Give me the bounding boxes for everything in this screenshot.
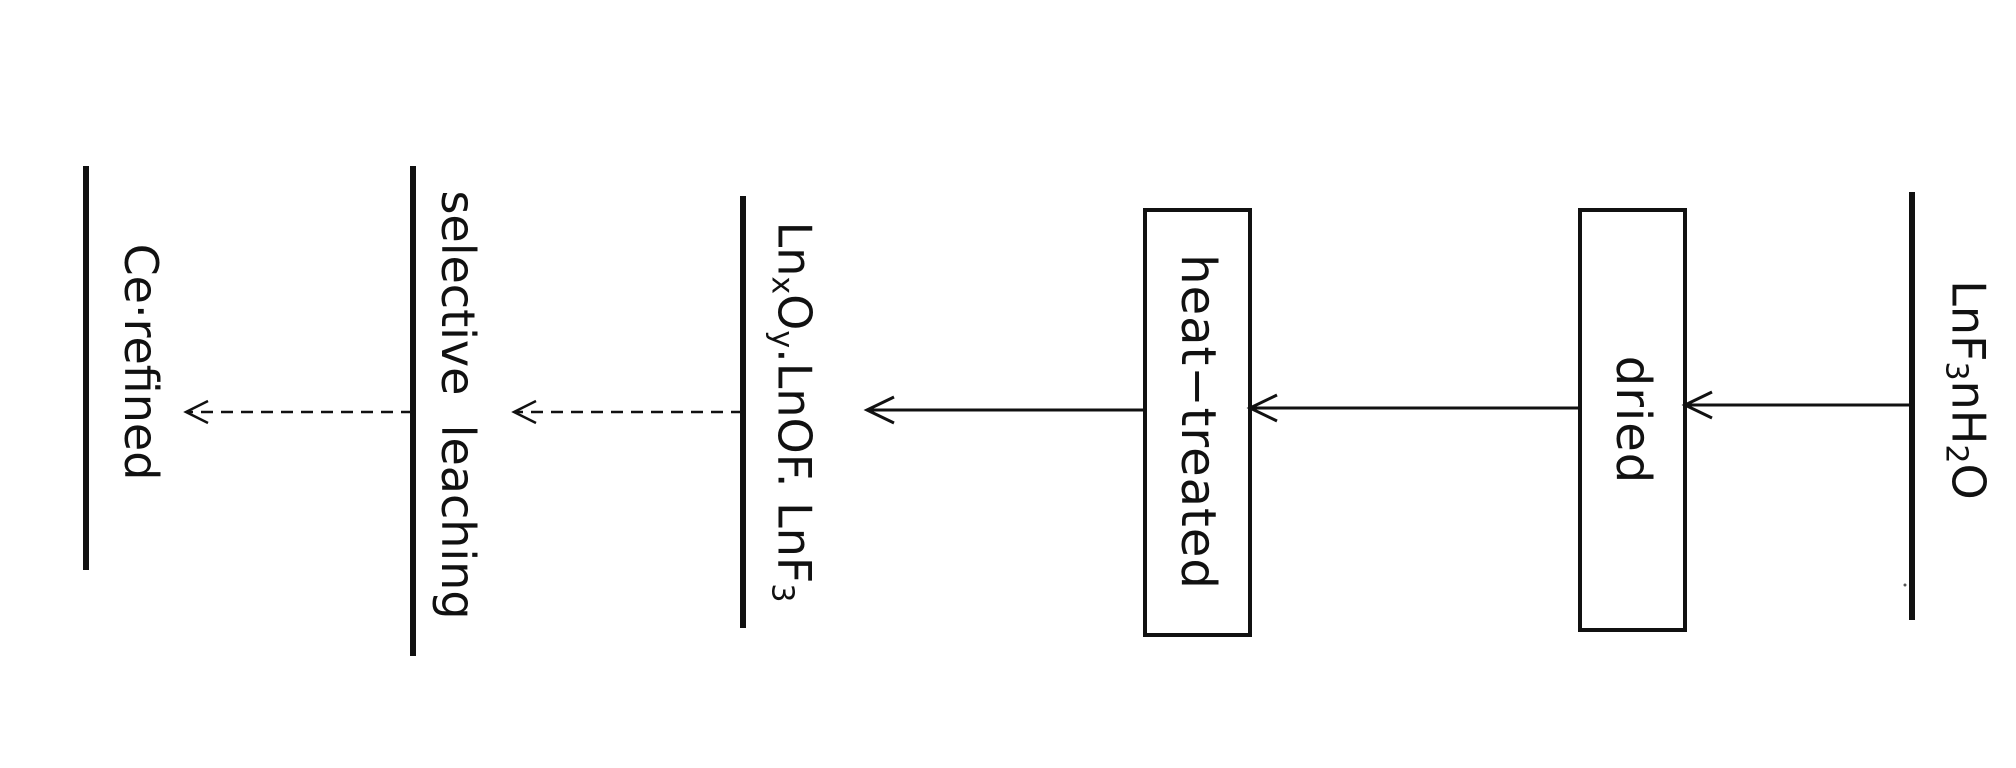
intermediate-label: LnxOy.LnOF. LnF3 <box>764 222 822 603</box>
start-label-part: LnF <box>1941 280 1996 362</box>
heat-treated-box <box>1143 208 1252 637</box>
dried-step-label: dried <box>1605 355 1661 485</box>
intermediate-label-part: O <box>767 294 822 331</box>
dashed-arrow-leaching-to-product-head <box>183 399 209 425</box>
intermediate-sub-3: 3 <box>764 583 800 603</box>
product-label: Ce·refined <box>114 243 168 481</box>
start-label-sub-3: 3 <box>1938 361 1974 381</box>
dried-box <box>1578 208 1687 632</box>
start-label-part: nH <box>1941 380 1996 445</box>
selective-leaching-label: selective leaching <box>431 190 485 620</box>
intermediate-label-part: Ln <box>767 221 822 277</box>
heat-treated-step-label: heat−treated <box>1170 254 1226 590</box>
arrow-heat-to-intermediate-head <box>863 395 895 425</box>
intermediate-sub-x: x <box>764 276 800 295</box>
intermediate-sub-y: y <box>764 330 800 349</box>
intermediate-label-part: .LnOF. LnF <box>767 348 822 584</box>
speck-mark <box>1903 583 1907 587</box>
start-label-sub-2: 2 <box>1938 444 1974 464</box>
dashed-arrow-intermediate-to-leaching-head <box>511 399 537 425</box>
start-material-label: LnF3nH2O <box>1938 280 1996 499</box>
start-label-part: O <box>1941 463 1996 500</box>
